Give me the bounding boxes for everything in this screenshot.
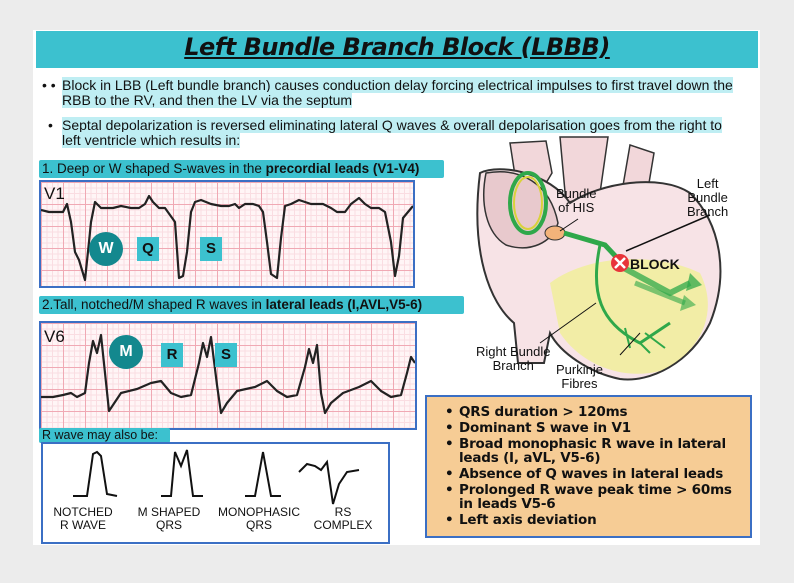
v6-ecg-panel: V6 M R S bbox=[39, 321, 417, 430]
criteria-item: QRS duration > 120ms bbox=[445, 405, 750, 419]
section-1-bold: precordial leads (V1-V4) bbox=[265, 161, 420, 176]
bullet-dot: • bbox=[48, 117, 53, 133]
lbbb-criteria-box: QRS duration > 120ms Dominant S wave in … bbox=[425, 395, 752, 538]
m-wave-marker: M bbox=[109, 335, 143, 369]
monophasic-qrs-shape bbox=[245, 451, 281, 497]
m-shaped-qrs-shape bbox=[161, 449, 203, 497]
notched-r-wave-shape bbox=[73, 450, 118, 497]
rwave-shape-drawings bbox=[73, 449, 360, 505]
section-2-bold: lateral leads (I,AVL,V5-6) bbox=[265, 297, 423, 312]
q-wave-marker: Q bbox=[137, 237, 159, 261]
r-wave-marker: R bbox=[161, 343, 183, 367]
bullet-1-text: Block in LBB (Left bundle branch) causes… bbox=[62, 77, 733, 108]
criteria-item: Broad monophasic R wave in lateral leads… bbox=[445, 437, 750, 465]
criteria-item: Absence of Q waves in lateral leads bbox=[445, 467, 750, 481]
rs-complex-shape bbox=[298, 459, 360, 505]
s-wave-marker: S bbox=[200, 237, 222, 261]
lead-v1-label: V1 bbox=[44, 184, 65, 203]
s-wave-marker-v6: S bbox=[215, 343, 237, 367]
title-bar bbox=[36, 31, 758, 68]
block-label: BLOCK bbox=[630, 256, 680, 272]
v6-ecg-trace bbox=[41, 333, 415, 415]
section-1-heading: 1. Deep or W shaped S-waves in the preco… bbox=[39, 160, 444, 178]
ecg-grid bbox=[41, 323, 415, 428]
v1-ecg-panel: V1 W Q S bbox=[39, 180, 415, 288]
section-2-heading: 2.Tall, notched/M shaped R waves in late… bbox=[39, 296, 464, 314]
section-2-prefix: 2.Tall, notched/M shaped R waves in bbox=[42, 297, 266, 312]
heart-conduction-diagram bbox=[476, 136, 722, 381]
w-wave-marker: W bbox=[89, 232, 123, 266]
bullet-2: • Septal depolarization is reversed elim… bbox=[48, 117, 732, 148]
bullet-dot: • • bbox=[42, 77, 56, 93]
criteria-list: QRS duration > 120ms Dominant S wave in … bbox=[445, 405, 750, 529]
criteria-item: Dominant S wave in V1 bbox=[445, 421, 750, 435]
criteria-item: Prolonged R wave peak time > 60ms in lea… bbox=[445, 483, 750, 511]
v1-ecg-trace bbox=[41, 194, 413, 282]
bullet-1: • • Block in LBB (Left bundle branch) ca… bbox=[42, 77, 737, 108]
page-title: Left Bundle Branch Block (LBBB) bbox=[184, 33, 610, 61]
criteria-item: Left axis deviation bbox=[445, 513, 750, 527]
rwave-heading: R wave may also be: bbox=[39, 428, 170, 443]
lead-v6-label: V6 bbox=[44, 327, 65, 346]
section-1-prefix: 1. Deep or W shaped S-waves in the bbox=[42, 161, 266, 176]
